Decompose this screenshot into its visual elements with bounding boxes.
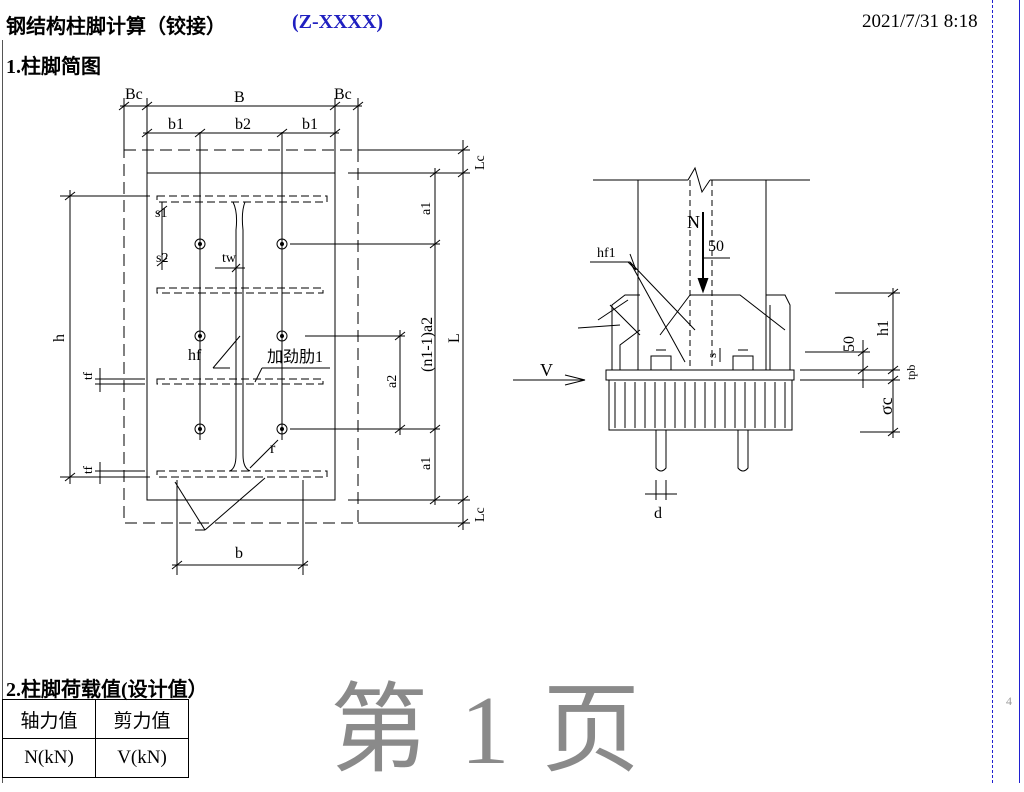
plan-view bbox=[60, 98, 470, 575]
section-view bbox=[513, 166, 900, 500]
right-border-line bbox=[1019, 0, 1020, 783]
sheet-title: 钢结构柱脚计算（铰接） bbox=[6, 16, 226, 38]
label-h1: h1 bbox=[875, 320, 892, 336]
label-a2: a2 bbox=[385, 375, 400, 388]
stress-arrows bbox=[614, 382, 786, 428]
label-d: d bbox=[654, 505, 662, 522]
label-bc-left: Bc bbox=[125, 86, 143, 103]
header-shear: 剪力值 bbox=[95, 699, 189, 739]
stiffener-upper bbox=[156, 287, 324, 294]
datetime-stamp: 2021/7/31 8:18 bbox=[862, 11, 978, 32]
section-heading-loads: 2.柱脚荷载值(设计值） bbox=[6, 679, 208, 701]
stiffener-lower bbox=[156, 378, 324, 385]
web-right bbox=[241, 201, 251, 472]
label-b1-left: b1 bbox=[168, 116, 184, 133]
label-fifty-top: 50 bbox=[708, 238, 724, 255]
label-h: h bbox=[51, 334, 68, 342]
label-sigma-c: σc bbox=[876, 397, 896, 415]
unit-shear: V(kN) bbox=[95, 738, 189, 778]
label-b-width: B bbox=[234, 89, 245, 106]
label-axial-n: N bbox=[687, 212, 700, 232]
bottom-flange bbox=[156, 470, 328, 478]
label-a1-bottom: a1 bbox=[419, 457, 434, 470]
label-tpb: tpb bbox=[904, 365, 918, 380]
label-fifty-side: 50 bbox=[841, 336, 858, 352]
drawing-code: (Z-XXXX) bbox=[292, 11, 384, 33]
table-row: 轴力值 剪力值 bbox=[2, 699, 189, 739]
section-heading-diagram: 1.柱脚简图 bbox=[6, 56, 101, 78]
label-s2: s2 bbox=[156, 251, 168, 266]
label-stiffener: 加劲肋1 bbox=[267, 348, 323, 366]
web-left bbox=[229, 201, 238, 472]
left-border-line bbox=[2, 40, 3, 783]
plan-bottom-dims bbox=[171, 477, 309, 575]
header-axial: 轴力值 bbox=[2, 699, 96, 739]
label-s1: s1 bbox=[155, 206, 167, 221]
label-b: b bbox=[235, 545, 243, 562]
load-table: 轴力值 剪力值 N(kN) V(kN) bbox=[2, 699, 189, 778]
label-hf: hf bbox=[188, 347, 202, 364]
label-lc-bottom: Lc bbox=[473, 507, 488, 522]
label-tw: tw bbox=[222, 251, 237, 266]
label-r: r bbox=[270, 440, 276, 457]
unit-axial: N(kN) bbox=[2, 738, 96, 778]
label-tf-lower: tf bbox=[80, 465, 95, 474]
anchor-bolts bbox=[194, 132, 288, 440]
label-a1-top: a1 bbox=[419, 202, 434, 215]
label-hf1: hf1 bbox=[597, 246, 616, 261]
top-flange bbox=[156, 195, 328, 203]
plan-leaders bbox=[212, 335, 330, 469]
page-marker: 4 bbox=[1006, 694, 1012, 708]
label-b1-right: b1 bbox=[302, 116, 318, 133]
label-shear-v: V bbox=[540, 360, 553, 380]
plan-right-dims bbox=[290, 140, 470, 530]
page-break-line bbox=[992, 0, 993, 783]
plan-left-dims bbox=[60, 190, 245, 484]
label-n1a2: (n1-1)a2 bbox=[419, 317, 436, 372]
label-l-length: L bbox=[446, 333, 463, 343]
label-lc-top: Lc bbox=[473, 155, 488, 170]
label-tf-upper: tf bbox=[80, 371, 95, 380]
label-b2: b2 bbox=[235, 116, 251, 133]
plan-top-dims bbox=[118, 98, 364, 173]
table-row: N(kN) V(kN) bbox=[2, 738, 189, 778]
page-watermark: 第 1 页 bbox=[330, 677, 645, 785]
label-s: s bbox=[704, 353, 719, 358]
label-bc-right: Bc bbox=[334, 86, 352, 103]
